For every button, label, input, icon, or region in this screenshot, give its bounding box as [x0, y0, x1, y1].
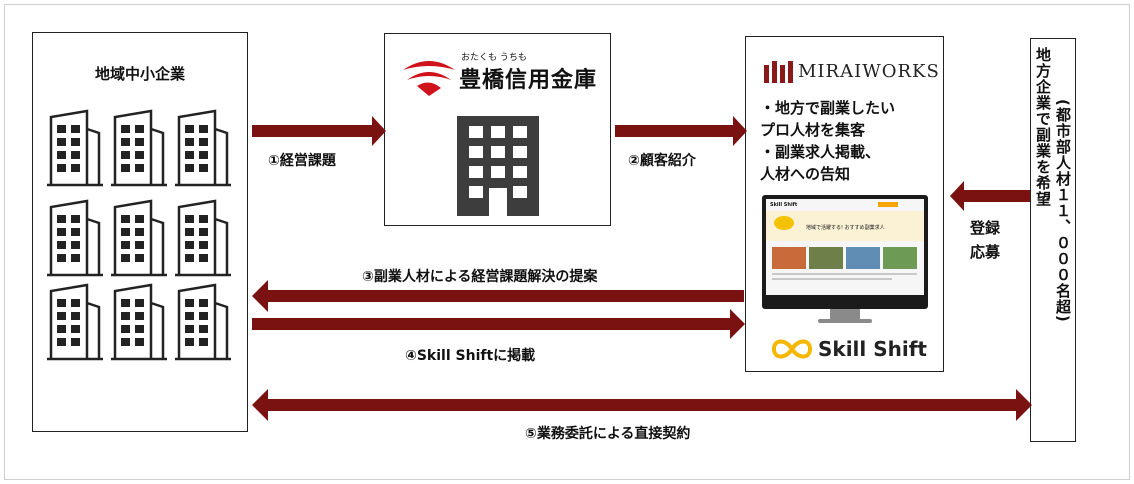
infinity-icon — [771, 339, 813, 359]
screen-site-logo: Skill Shift — [770, 202, 798, 208]
miraiworks-logo-icon — [764, 61, 793, 83]
job-photo-2 — [809, 247, 843, 269]
urban-talent-box: 地方企業で副業を希望 (都市部人材１１、０００名超) — [1030, 38, 1076, 442]
regional-smes-title: 地域中小企業 — [94, 65, 185, 83]
arrow-5-label: ⑤業務委託による直接契約 — [525, 426, 691, 442]
office-building-icon — [47, 199, 103, 277]
apply-label: 応募 — [970, 243, 1001, 261]
bullet-line-3: ・副業求人掲載、 — [760, 143, 881, 161]
arrow-1-label: ①経営課題 — [268, 153, 336, 169]
monitor-base — [818, 319, 872, 323]
bullet-line-4: 人材への告知 — [760, 165, 851, 183]
office-building-icon — [111, 283, 167, 361]
office-building-icon — [47, 109, 103, 187]
office-building-icon — [175, 199, 231, 277]
regional-smes-box: 地域中小企業 — [32, 32, 248, 432]
job-photo-1 — [772, 247, 806, 269]
office-building-icon — [47, 283, 103, 361]
monitor-screen: Skill Shift 地域で活躍する! おすすめ副業求人 — [766, 199, 924, 295]
arrow-4-label: ④Skill Shiftに掲載 — [405, 348, 536, 364]
register-apply-label: 登録 応募 — [970, 216, 1000, 264]
screen-hero-badge — [774, 216, 794, 230]
monitor-stand — [830, 309, 860, 319]
screen-nav-badge — [878, 202, 898, 207]
office-building-icon — [175, 109, 231, 187]
register-label: 登録 — [970, 219, 1001, 237]
miraiworks-box: MIRAIWORKS ・地方で副業したい プロ人材を集客 ・副業求人掲載、 人材… — [745, 36, 944, 372]
job-photo-3 — [846, 247, 880, 269]
monitor-icon: Skill Shift 地域で活躍する! おすすめ副業求人 — [762, 195, 928, 309]
skillshift-logo-text: Skill Shift — [818, 337, 927, 361]
bank-name: 豊橋信用金庫 — [459, 68, 598, 93]
job-photo-4 — [883, 247, 917, 269]
candidate-main-text: 地方企業で副業を希望 — [1034, 47, 1052, 207]
bank-logo-icon — [403, 61, 455, 96]
miraiworks-bullets: ・地方で副業したい プロ人材を集客 ・副業求人掲載、 人材への告知 — [760, 97, 895, 185]
bullet-line-2: プロ人材を集客 — [760, 121, 866, 139]
candidate-sub-text: (都市部人材１１、０００名超) — [1054, 99, 1072, 323]
arrow-3-label: ③副業人材による経営課題解決の提案 — [362, 269, 598, 285]
screen-heading: 地域で活躍する! おすすめ副業求人 — [806, 225, 885, 231]
bank-building-icon — [457, 116, 539, 216]
office-building-icon — [111, 109, 167, 187]
screen-text-line — [772, 273, 917, 275]
miraiworks-logo-text: MIRAIWORKS — [798, 61, 940, 82]
office-building-icon — [111, 199, 167, 277]
bullet-line-1: ・地方で副業したい — [760, 99, 896, 117]
arrow-2-label: ②顧客紹介 — [628, 153, 696, 169]
office-buildings-group — [47, 109, 231, 361]
toyohashi-shinkin-bank-box: おたくも うちも 豊橋信用金庫 — [384, 33, 611, 226]
diagram-frame — [4, 4, 1130, 480]
office-building-icon — [175, 283, 231, 361]
bank-logo-furigana: おたくも うちも — [461, 53, 527, 63]
screen-text-line — [772, 278, 892, 280]
